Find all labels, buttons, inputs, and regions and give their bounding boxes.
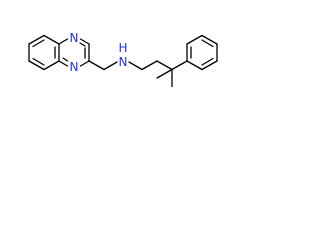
bond [58,38,69,45]
bond [103,61,118,71]
bond [28,34,45,45]
bond [79,60,90,67]
atom-label-n-bottom: N [70,60,79,74]
bond [43,34,60,45]
bond [186,60,203,71]
bond [128,61,143,71]
bond [201,34,218,45]
atom-label-n-top: N [70,31,79,45]
bond [62,57,69,62]
bond [32,39,45,48]
bond [171,60,188,71]
atom-label-h-amine: H [118,41,127,55]
bond [32,57,45,66]
bond [88,60,105,71]
bond [156,68,173,79]
bond [201,60,218,71]
atom-label-n-amine: N [119,55,128,69]
bond [28,60,45,71]
bond [201,57,214,66]
molecule-structure: N N N H [28,31,218,88]
bond [201,39,214,48]
bond [156,60,173,71]
bond [79,38,90,45]
bond [79,42,86,47]
bonds [28,34,218,88]
bond [43,60,60,71]
bond [141,60,158,71]
bond [58,60,69,67]
structure-canvas: N N N H [28,31,218,88]
bond [186,34,203,45]
